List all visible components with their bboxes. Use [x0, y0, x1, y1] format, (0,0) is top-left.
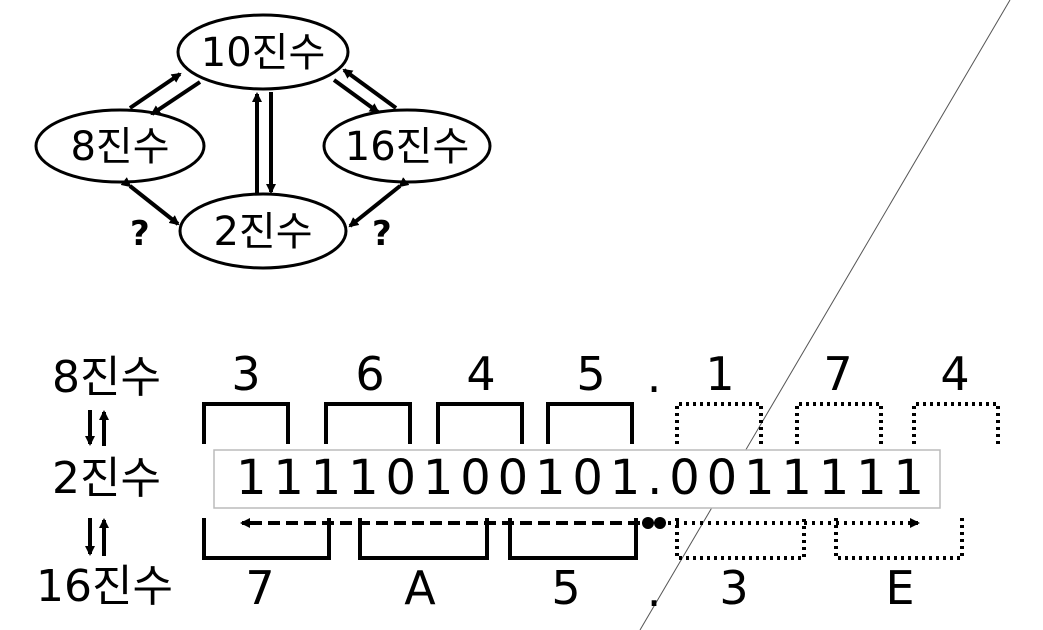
row-label-octal: 8진수 — [52, 352, 161, 403]
hex-point: . — [647, 563, 662, 617]
point-dot — [654, 517, 666, 529]
arrow-decimal-to-hex — [332, 78, 380, 114]
hex-group-bracket — [202, 518, 331, 560]
row-label-binary: 2진수 — [52, 453, 161, 504]
node-binary-label: 2진수 — [213, 209, 312, 255]
diagonal-line — [639, 0, 1011, 630]
node-binary — [178, 192, 348, 270]
octal-digit: 3 — [231, 347, 260, 401]
arrow-octal-to-decimal — [128, 72, 182, 110]
node-octal-label: 8진수 — [70, 124, 169, 170]
node-hex-label: 16진수 — [345, 124, 470, 170]
arrow-octal-binary — [120, 177, 180, 226]
octal-digit: 6 — [355, 347, 384, 401]
hex-digit: A — [404, 561, 436, 615]
question-mark-left: ? — [130, 214, 150, 254]
octal-point: . — [647, 349, 662, 403]
octal-fraction-bracket — [675, 402, 763, 444]
arrow-hex-binary — [348, 177, 410, 228]
node-decimal-label: 10진수 — [201, 30, 326, 76]
binary-box — [213, 449, 941, 509]
hex-group-bracket — [508, 518, 638, 560]
hex-digit: 3 — [719, 561, 748, 615]
octal-group-bracket — [546, 402, 634, 444]
octal-group-bracket — [202, 402, 290, 444]
arrow-hex-to-decimal — [342, 68, 398, 110]
point-dot — [642, 517, 654, 529]
octal-digit: 4 — [466, 347, 495, 401]
hex-group-bracket — [358, 518, 489, 560]
octal-fraction-bracket — [912, 402, 1000, 444]
binary-value: 1 1 1 1 0 1 0 0 1 0 1 . 0 0 1 1 1 1 1 — [236, 450, 926, 506]
hex-digit: E — [885, 561, 914, 615]
question-mark-right: ? — [372, 214, 392, 254]
octal-digit: 1 — [705, 347, 734, 401]
octal-fraction-bracket — [795, 402, 883, 444]
octal-digit: 4 — [940, 347, 969, 401]
row-label-hex: 16진수 — [36, 561, 173, 612]
octal-digit: 7 — [823, 347, 852, 401]
arrow-decimal-to-octal — [150, 80, 202, 116]
node-octal — [34, 108, 206, 184]
octal-group-bracket — [324, 402, 412, 444]
hex-digit: 7 — [245, 561, 274, 615]
octal-group-bracket — [436, 402, 524, 444]
hex-digit: 5 — [551, 561, 580, 615]
octal-digit: 5 — [576, 347, 605, 401]
node-decimal — [176, 13, 350, 91]
